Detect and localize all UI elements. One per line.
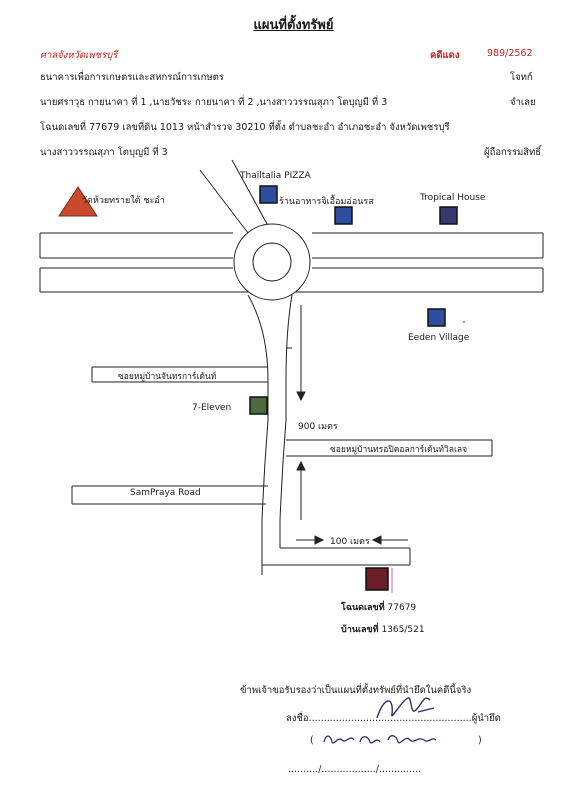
owner-role: ผู้ถือกรรมสิทธิ์: [484, 147, 542, 158]
seven-eleven-marker: [249, 396, 268, 415]
seven-eleven-label: 7-Eleven: [192, 403, 232, 413]
soi2-road: [286, 439, 493, 457]
sampraya-road: [71, 485, 268, 505]
restaurant-label: ร้านอาหารจิเอื้อมอ่อนรส: [279, 197, 374, 207]
signature-scribble: [376, 697, 435, 719]
main-road-left: [247, 294, 269, 575]
deed-text: โฉนดเลขที่ 77679 เลขที่ดิน 1013 หน้าสำรว…: [40, 122, 450, 133]
deed-number-line: โฉนดเลขที่ 77679: [341, 600, 416, 614]
certification-text: ข้าพเจ้าขอรับรองว่าเป็นแผนที่ตั้งทรัพย์ท…: [240, 685, 472, 696]
deed-number-value: 77679: [387, 603, 417, 613]
diagonal-road: [199, 159, 273, 234]
distance-100-label: 100 เมตร: [330, 537, 370, 547]
distance-900-label: 900 เมตร: [298, 422, 338, 432]
soi1-label: ซอยหมู่บ้านจันทรการ์เด้นท์: [118, 372, 217, 382]
owner-text: นางสาววรรณสุภา โตบุญมี ที่ 3: [40, 147, 168, 158]
defendants-role: จำเลย: [510, 97, 536, 108]
roundabout-inner: [252, 242, 292, 282]
date-line: ........../................../..........…: [288, 764, 422, 775]
name-paren-open: (: [310, 735, 314, 746]
tropical-house-label: Tropical House: [420, 193, 486, 203]
sign-prefix: ลงชื่อ: [286, 713, 309, 724]
target-property-marker: [365, 567, 389, 591]
deed-number-label: โฉนดเลขที่: [341, 603, 385, 613]
soi1-road: [91, 366, 268, 383]
target-soi-road: [262, 547, 411, 566]
pizza-marker: [259, 185, 278, 204]
roundabout-outer: [233, 223, 311, 301]
house-number-label: บ้านเลขที่: [341, 625, 379, 635]
case-number: 989/2562: [487, 48, 533, 59]
temple-marker: [58, 186, 98, 217]
document-title: แผนที่ตั้งทรัพย์: [253, 18, 334, 33]
temple-label: วัดห้วยทรายใต้ ชะอำ: [82, 196, 165, 206]
house-number-line: บ้านเลขที่ 1365/521: [341, 622, 425, 636]
sampraya-road-label: SamPraya Road: [130, 488, 201, 498]
tropical-house-marker: [439, 206, 458, 225]
plaintiff-text: ธนาคารเพื่อการเกษตรและสหกรณ์การเกษตร: [40, 72, 224, 83]
plaintiff-role: โจทก์: [510, 72, 533, 83]
house-number-value: 1365/521: [381, 625, 425, 635]
name-paren-close: ): [478, 735, 482, 746]
restaurant-marker: [334, 206, 353, 225]
soi2-label: ซอยหมู่บ้านทรอปิคอลการ์เด้นท์วิลเลจ: [330, 445, 468, 455]
signature-line: ลงชื่อ..................................…: [286, 711, 501, 726]
court-name: ศาลจังหวัดเพชรบุรี: [40, 50, 118, 61]
defendants-text: นายศราวุธ กายนาคา ที่ 1 ,นายวัชระ กายนาค…: [40, 97, 388, 108]
eeden-village-label: Eeden Village: [408, 333, 470, 343]
pizza-label: Thailtalia PIZZA: [240, 171, 311, 181]
sign-dots: ........................................…: [308, 713, 472, 724]
main-road-right: [279, 294, 293, 548]
eeden-village-marker: [427, 308, 446, 327]
sign-role: ผู้นำยึด: [471, 713, 501, 724]
handwritten-name: [323, 735, 437, 744]
case-label: คดีแดง: [430, 50, 460, 61]
